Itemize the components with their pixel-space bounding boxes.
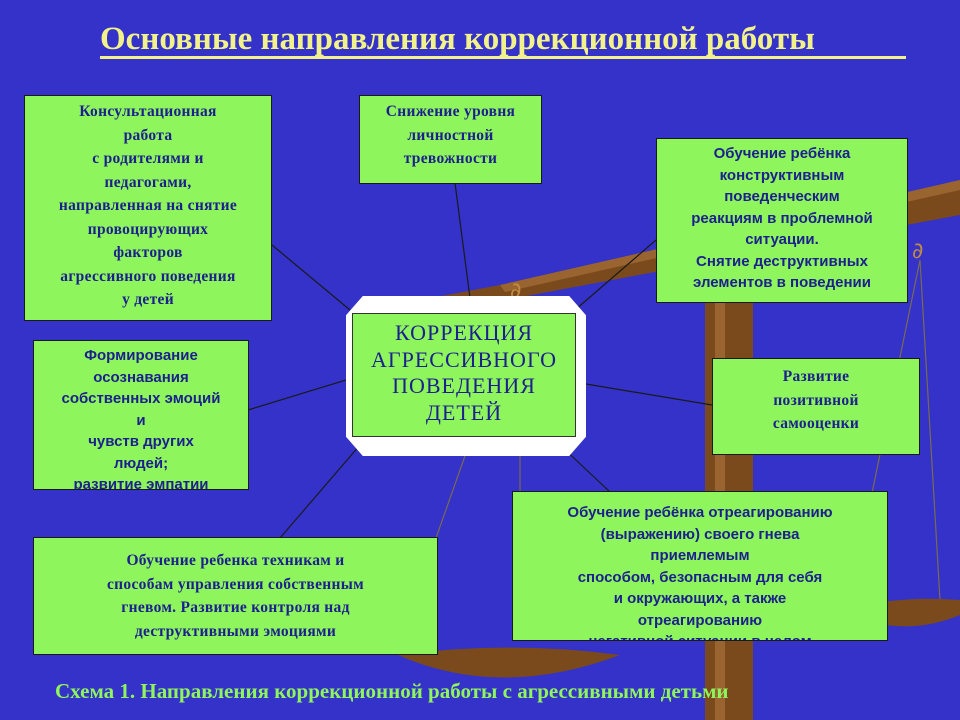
- box-anger-techniques: Обучение ребенка техникам и способам упр…: [33, 537, 438, 655]
- box-selfesteem: Развитие позитивной самооценки: [712, 358, 920, 455]
- figure-caption: Схема 1. Направления коррекционной работ…: [55, 679, 729, 703]
- box-anxiety: Снижение уровня личностной тревожности: [359, 95, 542, 184]
- box-anger-expression: Обучение ребёнка отреагированию (выражен…: [512, 491, 888, 641]
- center-box: КОРРЕКЦИЯ АГРЕССИВНОГО ПОВЕДЕНИЯ ДЕТЕЙ: [352, 313, 576, 437]
- box-constructive: Обучение ребёнка конструктивным поведенч…: [656, 138, 908, 303]
- box-awareness: Формирование осознавания собственных эмо…: [33, 340, 249, 490]
- scale-pan-left: [398, 647, 620, 678]
- connectors: [247, 182, 713, 539]
- title-underline: [100, 56, 906, 59]
- box-consultation: Консультационная работа с родителями и п…: [24, 95, 272, 321]
- hook-left-icon: ∂: [510, 279, 521, 304]
- hook-right-icon: ∂: [912, 239, 923, 264]
- page-title: Основные направления коррекционной работ…: [100, 21, 815, 57]
